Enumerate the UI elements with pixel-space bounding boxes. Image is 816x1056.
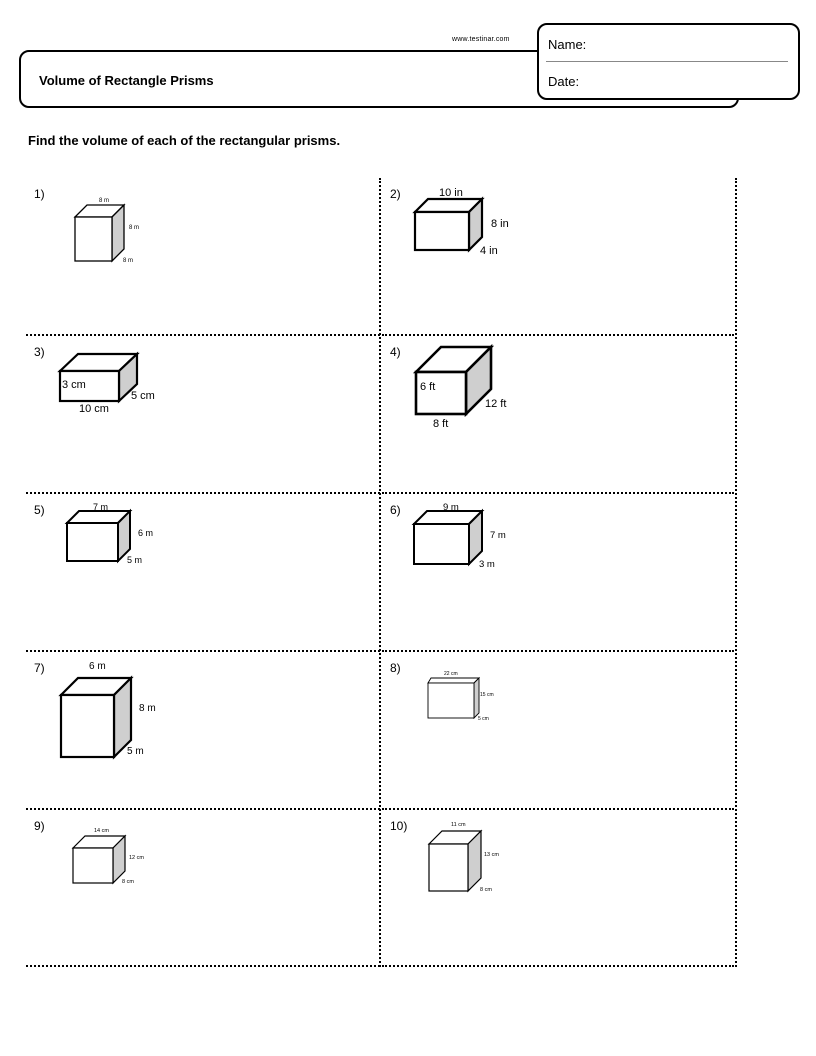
dimension-length: 8 m: [99, 198, 109, 204]
date-label: Date:: [548, 74, 580, 89]
dimension-length: 8 ft: [433, 418, 448, 430]
grid-divider: [382, 334, 734, 336]
name-label: Name:: [548, 37, 587, 52]
grid-divider: [382, 965, 734, 967]
dimension-height: 8 m: [129, 225, 139, 231]
grid-divider: [26, 965, 380, 967]
dimension-length: 6 m: [89, 661, 106, 672]
problem-number: 8): [390, 661, 401, 675]
dimension-width: 12 ft: [485, 398, 506, 410]
dimension-height: 7 m: [490, 530, 506, 541]
dimension-width: 5 m: [127, 746, 144, 757]
dimension-length: 9 m: [443, 502, 459, 513]
dimension-height: 6 ft: [420, 381, 435, 393]
grid-divider: [379, 178, 381, 967]
dimension-width: 8 cm: [480, 887, 492, 893]
dimension-length: 14 cm: [94, 828, 109, 834]
problem-number: 5): [34, 503, 45, 517]
grid-divider: [735, 178, 737, 967]
problem-number: 2): [390, 187, 401, 201]
dimension-width: 5 cm: [131, 390, 155, 402]
dimension-height: 12 cm: [129, 855, 144, 861]
dimension-height: 6 m: [138, 528, 153, 538]
grid-divider: [26, 492, 380, 494]
grid-divider: [382, 650, 734, 652]
problem-number: 7): [34, 661, 45, 675]
dimension-height: 8 in: [491, 218, 509, 230]
problem-number: 6): [390, 503, 401, 517]
problem-number: 10): [390, 819, 408, 833]
dimension-length: 11 cm: [451, 822, 466, 828]
grid-divider: [26, 650, 380, 652]
dimension-height: 3 cm: [62, 379, 86, 391]
dimension-length: 22 cm: [444, 671, 458, 677]
dimension-height: 13 cm: [484, 852, 499, 858]
worksheet-title: Volume of Rectangle Prisms: [39, 73, 214, 88]
dimension-width: 8 cm: [122, 879, 134, 885]
website-label: www.testinar.com: [452, 36, 510, 43]
problem-number: 4): [390, 345, 401, 359]
grid-divider: [382, 808, 734, 810]
problem-number: 3): [34, 345, 45, 359]
dimension-length: 7 m: [93, 502, 108, 512]
name-line-divider: [546, 61, 788, 62]
dimension-width: 5 cm: [478, 716, 489, 722]
instructions: Find the volume of each of the rectangul…: [28, 133, 341, 148]
dimension-length: 10 cm: [79, 403, 109, 415]
dimension-width: 8 m: [123, 258, 133, 264]
dimension-width: 5 m: [127, 555, 142, 565]
dimension-length: 10 in: [439, 187, 463, 199]
dimension-width: 3 m: [479, 559, 495, 570]
grid-divider: [26, 808, 380, 810]
dimension-width: 4 in: [480, 245, 498, 257]
problem-number: 9): [34, 819, 45, 833]
grid-divider: [26, 334, 380, 336]
grid-divider: [382, 492, 734, 494]
dimension-height: 8 m: [139, 703, 156, 714]
problem-number: 1): [34, 187, 45, 201]
dimension-height: 15 cm: [480, 692, 494, 698]
